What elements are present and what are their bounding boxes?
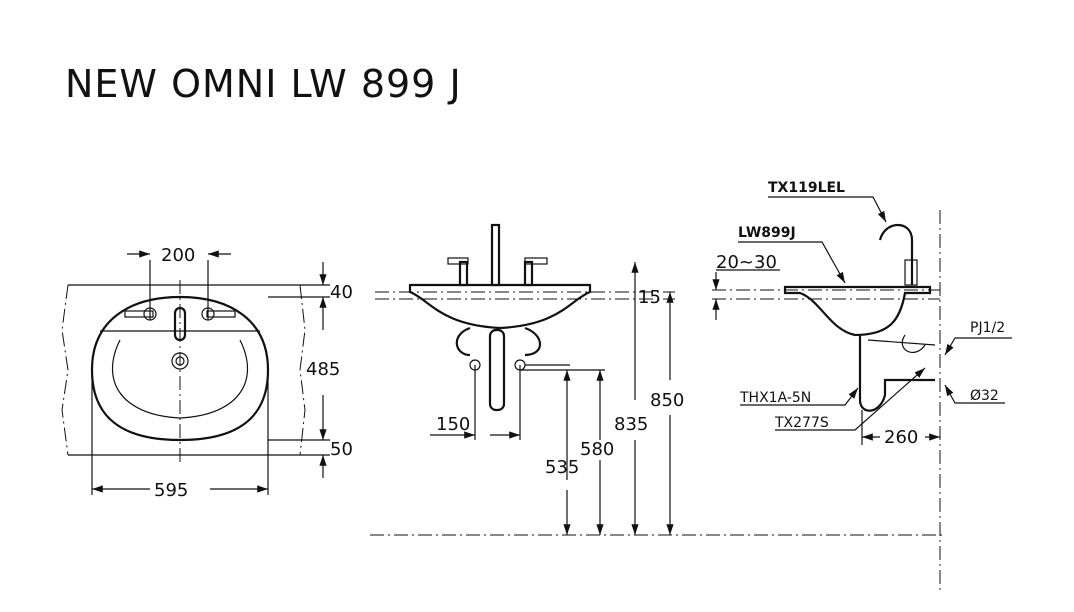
valve-label: PJ1/2 xyxy=(970,320,1005,336)
dim-top-margin: 40 xyxy=(330,282,353,303)
dim-850: 850 xyxy=(650,390,684,411)
trap-model-label: TX277S xyxy=(774,415,829,431)
basin-model-label: LW899J xyxy=(738,225,796,241)
dim-counter-thickness: 20~30 xyxy=(716,252,777,273)
pipe-diameter-label: Ø32 xyxy=(970,388,999,404)
dim-bottom-margin: 50 xyxy=(330,439,353,460)
side-view: 20~30 LW899J TX119LEL PJ1/2 Ø32 THX1A-5N… xyxy=(712,180,1012,590)
dim-535: 535 xyxy=(545,457,579,478)
faucet-front xyxy=(490,223,501,287)
dim-wall-distance: 260 xyxy=(884,427,918,448)
dim-hole-spacing: 200 xyxy=(161,245,195,266)
top-view: 200 40 485 50 595 xyxy=(61,245,353,501)
dim-580: 580 xyxy=(580,439,614,460)
drawing-title: NEW OMNI LW 899 J xyxy=(65,62,462,106)
dim-835: 835 xyxy=(614,414,648,435)
dim-depth: 485 xyxy=(306,359,340,380)
faucet-side xyxy=(878,224,914,285)
waste-model-label: THX1A-5N xyxy=(739,390,811,406)
countertop-outline xyxy=(68,284,300,456)
dim-rim: 15 xyxy=(638,287,661,308)
front-view: 150 535 580 835 850 15 xyxy=(370,223,945,536)
basin-outline xyxy=(90,295,270,442)
dim-width: 595 xyxy=(154,480,188,501)
basin-side xyxy=(783,285,932,337)
dim-supply-spacing: 150 xyxy=(436,414,470,435)
faucet-model-label: TX119LEL xyxy=(768,180,845,196)
trap-front xyxy=(488,328,506,412)
basin-front xyxy=(408,283,592,330)
